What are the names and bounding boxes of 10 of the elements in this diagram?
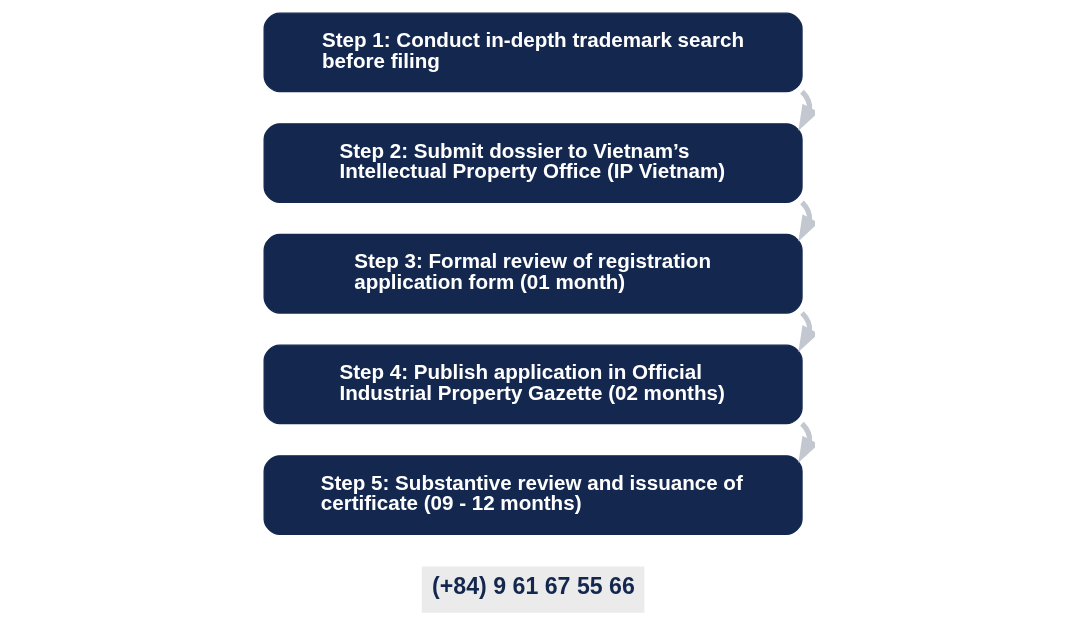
node-box: Step 2: Submit dossier to Vietnam’s Intellectual Property Office (IP Vietnam) (263, 123, 803, 203)
label: (+84) 9 61 67 55 66 (432, 573, 635, 600)
node-box: Step 1: Conduct in-depth trademark search before filing (263, 12, 803, 93)
node-box: Step 5: Substantive review and issuance of certificate (09 - 12 months) (263, 455, 803, 535)
arrow (798, 200, 815, 242)
arrow (798, 421, 815, 463)
arrow (798, 311, 815, 353)
node-box: Step 3: Formal review of registration application form (01 month) (263, 233, 803, 314)
node-box: Step 4: Publish application in Official Industrial Property Gazette (02 months) (263, 344, 803, 425)
arrow (798, 89, 815, 131)
